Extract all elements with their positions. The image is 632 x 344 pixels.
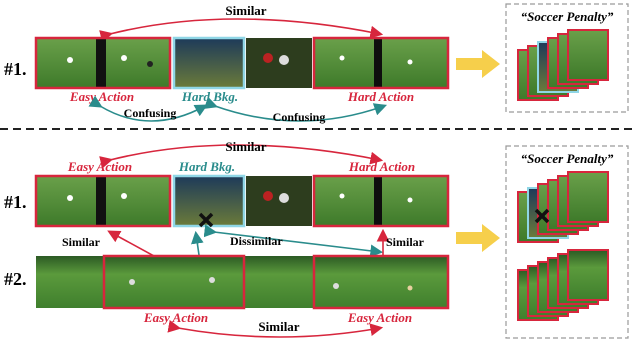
bottom-row1-strip [36, 176, 448, 226]
top-confusing-arc-left [88, 95, 208, 122]
bottom-similar-bottom-label: Similar [258, 319, 299, 334]
top-similar-label: Similar [225, 3, 266, 18]
bottom-row2-strip [36, 256, 448, 308]
bottom-easy-action-br-label: Easy Action [347, 310, 412, 325]
top-section: Similar #1. Easy Action Hard Bkg. Hard [4, 3, 629, 124]
right-arrow-icon [456, 50, 500, 78]
bottom-clip-stack-top [517, 171, 609, 243]
top-similar-arc [99, 18, 384, 43]
top-row-label: #1. [4, 59, 27, 79]
bottom-easy-action-top-label: Easy Action [67, 159, 132, 174]
bottom-row2-easy-frame-right [312, 254, 450, 310]
top-confusing-left-label: Confusing [124, 106, 177, 120]
top-clip-stack [517, 29, 609, 101]
bottom-clip-stack-bottom [517, 249, 609, 321]
bottom-similar-arc-bottom [167, 320, 384, 338]
top-hard-action-label: Hard Action [347, 89, 414, 104]
bottom-row1-label: #1. [4, 192, 27, 212]
bottom-easy-action-bl-label: Easy Action [143, 310, 208, 325]
top-easy-action-frame [34, 36, 172, 90]
top-hard-bkg-frame [172, 36, 246, 90]
bottom-similar-left-label: Similar [62, 235, 101, 249]
bottom-hard-action-label: Hard Action [348, 159, 415, 174]
bottom-dissimilar-label: Dissimilar [230, 234, 283, 248]
cross-icon [534, 208, 550, 224]
bottom-query-box [505, 145, 629, 339]
bottom-row2-easy-frame-left [102, 254, 246, 310]
top-hard-bkg-label: Hard Bkg. [181, 89, 238, 104]
top-video-strip [36, 38, 448, 88]
bottom-hard-bkg-label: Hard Bkg. [178, 159, 235, 174]
cross-icon [198, 212, 214, 228]
bottom-query-label: “Soccer Penalty” [521, 151, 614, 166]
bottom-section: Similar Easy Action Hard Bkg. Hard Actio… [4, 139, 629, 339]
bottom-similar-arc-top [99, 144, 384, 169]
top-hard-action-frame [312, 36, 450, 90]
bottom-similar-top-label: Similar [225, 139, 266, 154]
top-confusing-right-label: Confusing [273, 110, 326, 124]
bottom-row2-label: #2. [4, 269, 27, 289]
top-query-label: “Soccer Penalty” [521, 9, 614, 24]
top-easy-action-label: Easy Action [69, 89, 134, 104]
right-arrow-icon [456, 224, 500, 252]
bottom-similar-right-label: Similar [386, 235, 425, 249]
top-confusing-arc-right [203, 96, 388, 122]
bottom-dissimilar-arrow-right [203, 224, 384, 258]
bottom-easy-action-frame [34, 174, 172, 228]
top-query-box [505, 3, 629, 113]
